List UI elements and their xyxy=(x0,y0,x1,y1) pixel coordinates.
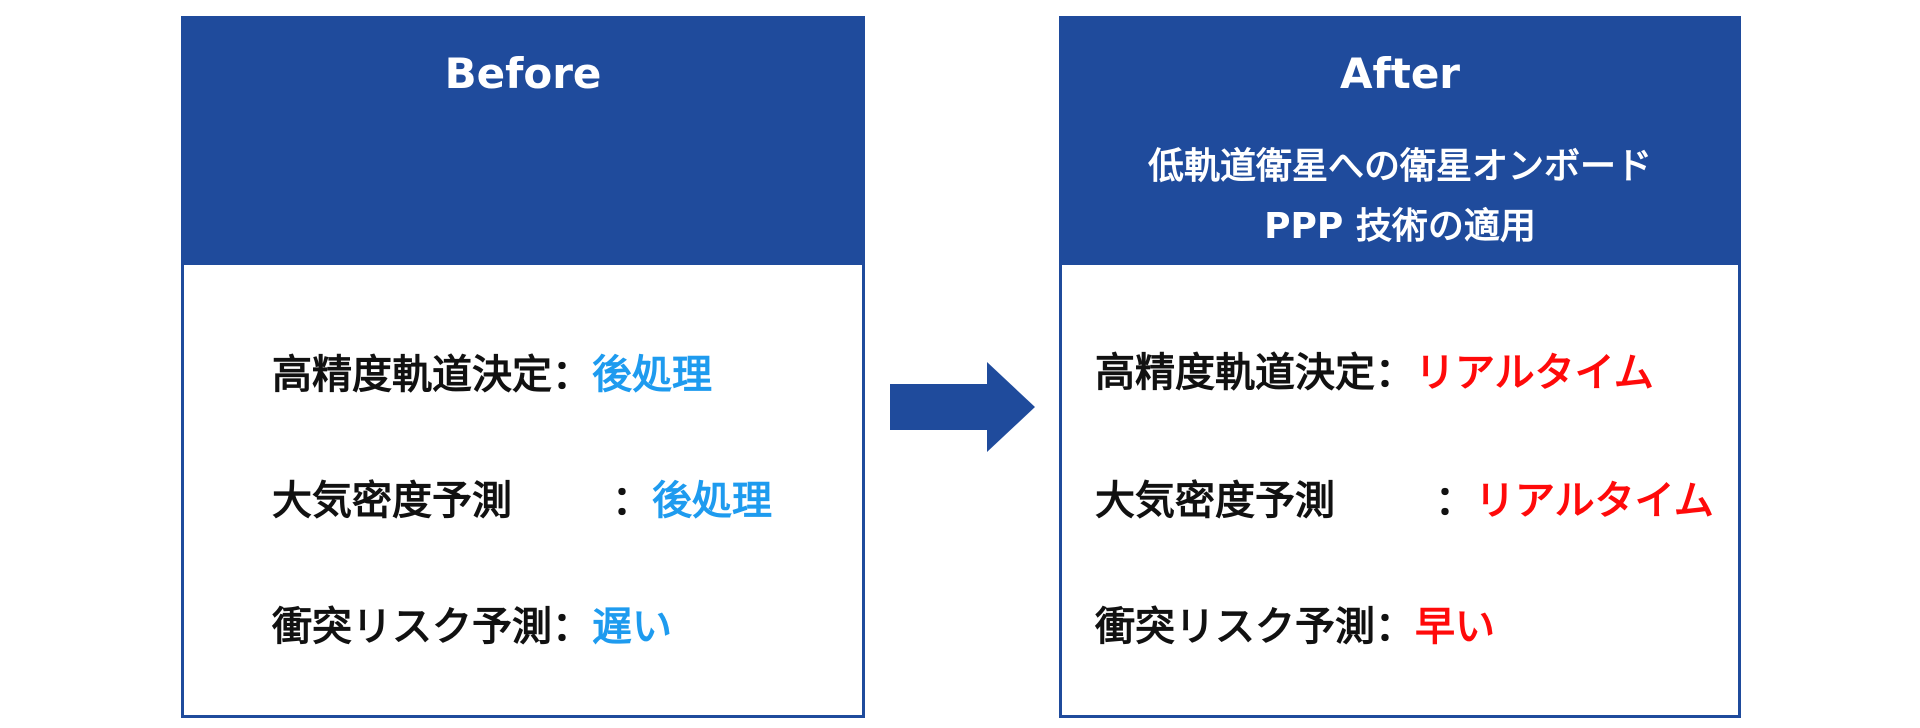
after-row-colon: ： xyxy=(1435,478,1475,524)
before-row-colon: ： xyxy=(612,478,652,524)
before-row-colon: ： xyxy=(552,352,592,398)
before-row-value: 遅い xyxy=(592,604,672,650)
after-row-collision: 衝突リスク予測：早い xyxy=(1095,597,1495,657)
after-subtitle-line2: PPP 技術の適用 xyxy=(1264,206,1536,247)
after-row-label: 衝突リスク予測 xyxy=(1095,604,1375,650)
right-arrow-icon xyxy=(890,362,1035,452)
after-row-value: リアルタイム xyxy=(1475,478,1714,524)
before-row-value: 後処理 xyxy=(592,352,712,398)
before-header: Before xyxy=(184,19,862,265)
after-row-colon: ： xyxy=(1375,350,1415,396)
before-row-value: 後処理 xyxy=(652,478,772,524)
before-row-collision: 衝突リスク予測：遅い xyxy=(272,597,672,657)
after-row-value: 早い xyxy=(1415,604,1495,650)
before-title: Before xyxy=(444,49,602,98)
after-subtitle: 低軌道衛星への衛星オンボード PPP 技術の適用 xyxy=(1062,137,1738,257)
after-panel: After 低軌道衛星への衛星オンボード PPP 技術の適用 高精度軌道決定：リ… xyxy=(1059,16,1741,718)
after-row-colon: ： xyxy=(1375,604,1415,650)
before-row-orbit: 高精度軌道決定：後処理 xyxy=(272,345,712,405)
before-row-label: 大気密度予測 xyxy=(272,478,512,524)
after-row-label: 高精度軌道決定 xyxy=(1095,350,1375,396)
before-panel: Before 高精度軌道決定：後処理 大気密度予測：後処理 衝突リスク予測：遅い xyxy=(181,16,865,718)
after-header: After 低軌道衛星への衛星オンボード PPP 技術の適用 xyxy=(1062,19,1738,265)
after-row-density: 大気密度予測 ：リアルタイム xyxy=(1095,471,1714,531)
after-row-value: リアルタイム xyxy=(1415,350,1654,396)
before-row-label: 高精度軌道決定 xyxy=(272,352,552,398)
after-row-orbit: 高精度軌道決定：リアルタイム xyxy=(1095,343,1654,403)
before-row-colon: ： xyxy=(552,604,592,650)
after-subtitle-line1: 低軌道衛星への衛星オンボード xyxy=(1147,146,1652,187)
before-row-density: 大気密度予測 ：後処理 xyxy=(272,471,772,531)
after-title: After xyxy=(1339,49,1461,98)
before-row-label: 衝突リスク予測 xyxy=(272,604,552,650)
after-row-label: 大気密度予測 xyxy=(1095,478,1335,524)
